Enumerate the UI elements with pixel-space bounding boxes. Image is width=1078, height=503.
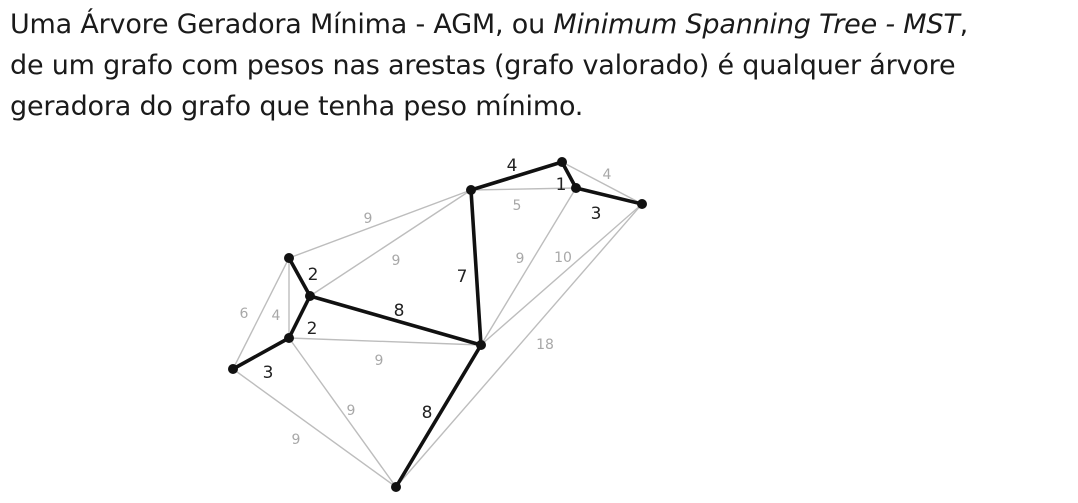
graph-edge-far_right-center [480, 203, 643, 346]
mst-edge-upper_center-top [469, 160, 564, 192]
graph-edge-upper_center-mid_left [309, 189, 472, 297]
mst-term: Minimum Spanning Tree - MST [553, 9, 960, 40]
edge-weight-upper_left-mid_left: 2 [308, 265, 319, 285]
definition-text: Uma Árvore Geradora Mínima - AGM, ou Min… [10, 4, 1070, 127]
graph-edge-upper_left-far_left [232, 257, 290, 370]
graph-node-mid_left [305, 291, 315, 301]
edge-weight-center-bottom: 8 [422, 403, 433, 423]
edge-weight-upper_center-mid_left: 9 [392, 253, 401, 269]
edge-weight-mid_left-left_low: 2 [307, 319, 318, 339]
mst-edge-center-bottom [394, 343, 483, 489]
edge-weight-upper_center-upper_left: 9 [364, 211, 373, 227]
definition-line-1-start: Uma Árvore Geradora Mínima - AGM, ou [10, 9, 554, 40]
graph-edge-top-far_right [561, 161, 643, 205]
edge-weight-mid_left-center: 8 [394, 301, 405, 321]
graph-node-left_low [284, 333, 294, 343]
edge-weight-left_low-center: 9 [375, 353, 384, 369]
graph-edge-left_low-bottom [288, 337, 397, 488]
edge-weight-far_left-bottom: 9 [292, 432, 301, 448]
edge-weight-top-far_right: 4 [603, 167, 612, 183]
graph-edge-left_low-center [288, 337, 482, 346]
definition-line-1-end: , [959, 9, 969, 40]
edge-weight-upper_center-center: 7 [457, 267, 468, 287]
graph-node-far_right [637, 199, 647, 209]
graph-node-upper_left [284, 253, 294, 263]
mst-edge-far_left-left_low [231, 336, 291, 371]
graph-node-right_mid [571, 183, 581, 193]
graph-edge-right_mid-center [480, 187, 577, 346]
edge-weight-far_right-center: 10 [554, 250, 572, 266]
definition-line-3: geradora do grafo que tenha peso mínimo. [10, 91, 584, 122]
graph-edge-upper_center-right_mid [470, 187, 577, 191]
mst-edge-right_mid-far_right [574, 186, 644, 206]
definition-line-2: de um grafo com pesos nas arestas (grafo… [10, 50, 956, 81]
graph-node-top [557, 157, 567, 167]
graph-edge-upper_center-upper_left [288, 189, 472, 259]
definition-line-1: Uma Árvore Geradora Mínima - AGM, ou Min… [10, 4, 1070, 45]
edge-weight-far_left-left_low: 3 [263, 363, 274, 383]
graph-edge-far_right-bottom [395, 203, 643, 488]
edge-weight-upper_center-right_mid: 5 [513, 198, 522, 214]
graph-node-bottom [391, 482, 401, 492]
graph-edge-far_left-bottom [232, 368, 397, 488]
edge-weight-upper_left-left_low: 4 [272, 308, 281, 324]
mst-edge-upper_left-mid_left [287, 256, 312, 298]
edge-weight-upper_left-far_left: 6 [240, 306, 249, 322]
graph-node-far_left [228, 364, 238, 374]
edge-weight-right_mid-center: 9 [516, 251, 525, 267]
edge-weight-top-right_mid: 1 [556, 175, 567, 195]
edge-weight-right_mid-far_right: 3 [591, 204, 602, 224]
graph-node-center [476, 340, 486, 350]
graph-node-upper_center [466, 185, 476, 195]
edge-weight-upper_center-top: 4 [507, 156, 518, 176]
mst-edge-mid_left-left_low [287, 294, 312, 340]
mst-edge-upper_center-center [469, 188, 483, 347]
mst-edge-mid_left-center [308, 294, 483, 347]
edge-weight-far_right-bottom: 18 [536, 337, 554, 353]
edge-weight-left_low-bottom: 9 [347, 403, 356, 419]
